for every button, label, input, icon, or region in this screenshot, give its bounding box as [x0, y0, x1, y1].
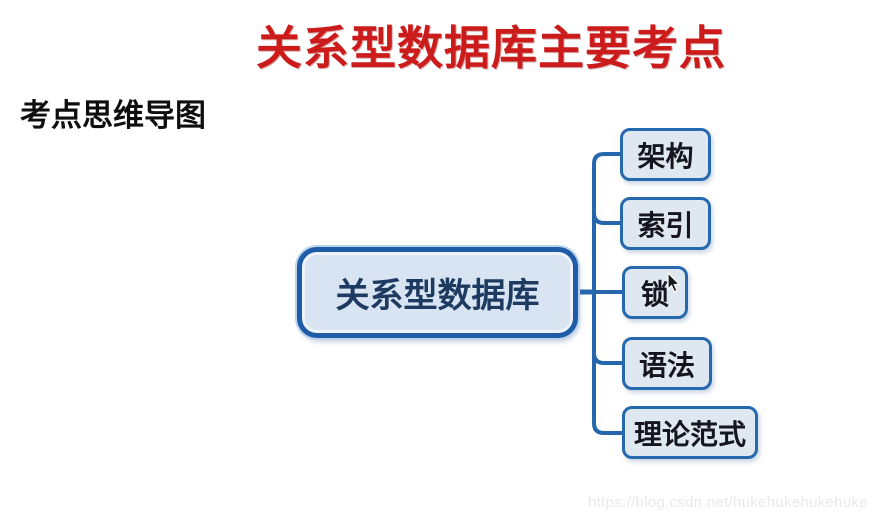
mindmap-node-architecture[interactable]: 架构 — [620, 128, 711, 181]
mindmap-node-label: 锁 — [640, 278, 669, 310]
section-heading: 考点思维导图 — [20, 98, 206, 133]
mindmap-node-label: 架构 — [637, 140, 694, 172]
mindmap-node-label: 语法 — [638, 349, 695, 381]
mindmap-node-syntax[interactable]: 语法 — [622, 337, 712, 390]
mindmap-node-index[interactable]: 索引 — [620, 197, 711, 250]
watermark-url: https://blog.csdn.net/hukehukehukehuke — [588, 494, 868, 511]
mindmap-node-label: 理论范式 — [633, 418, 746, 450]
mouse-cursor-icon — [667, 272, 681, 293]
mindmap-node-lock[interactable]: 锁 — [622, 266, 688, 319]
mindmap-node-theory-paradigm[interactable]: 理论范式 — [622, 406, 758, 459]
page-title: 关系型数据库主要考点 — [256, 22, 726, 74]
connector-branch-syntax — [592, 351, 624, 365]
connector-branch-index — [592, 211, 622, 225]
mindmap-node-root-label: 关系型数据库 — [335, 277, 540, 315]
mindmap-node-label: 索引 — [637, 209, 694, 241]
mindmap-node-root[interactable]: 关系型数据库 — [297, 247, 578, 338]
